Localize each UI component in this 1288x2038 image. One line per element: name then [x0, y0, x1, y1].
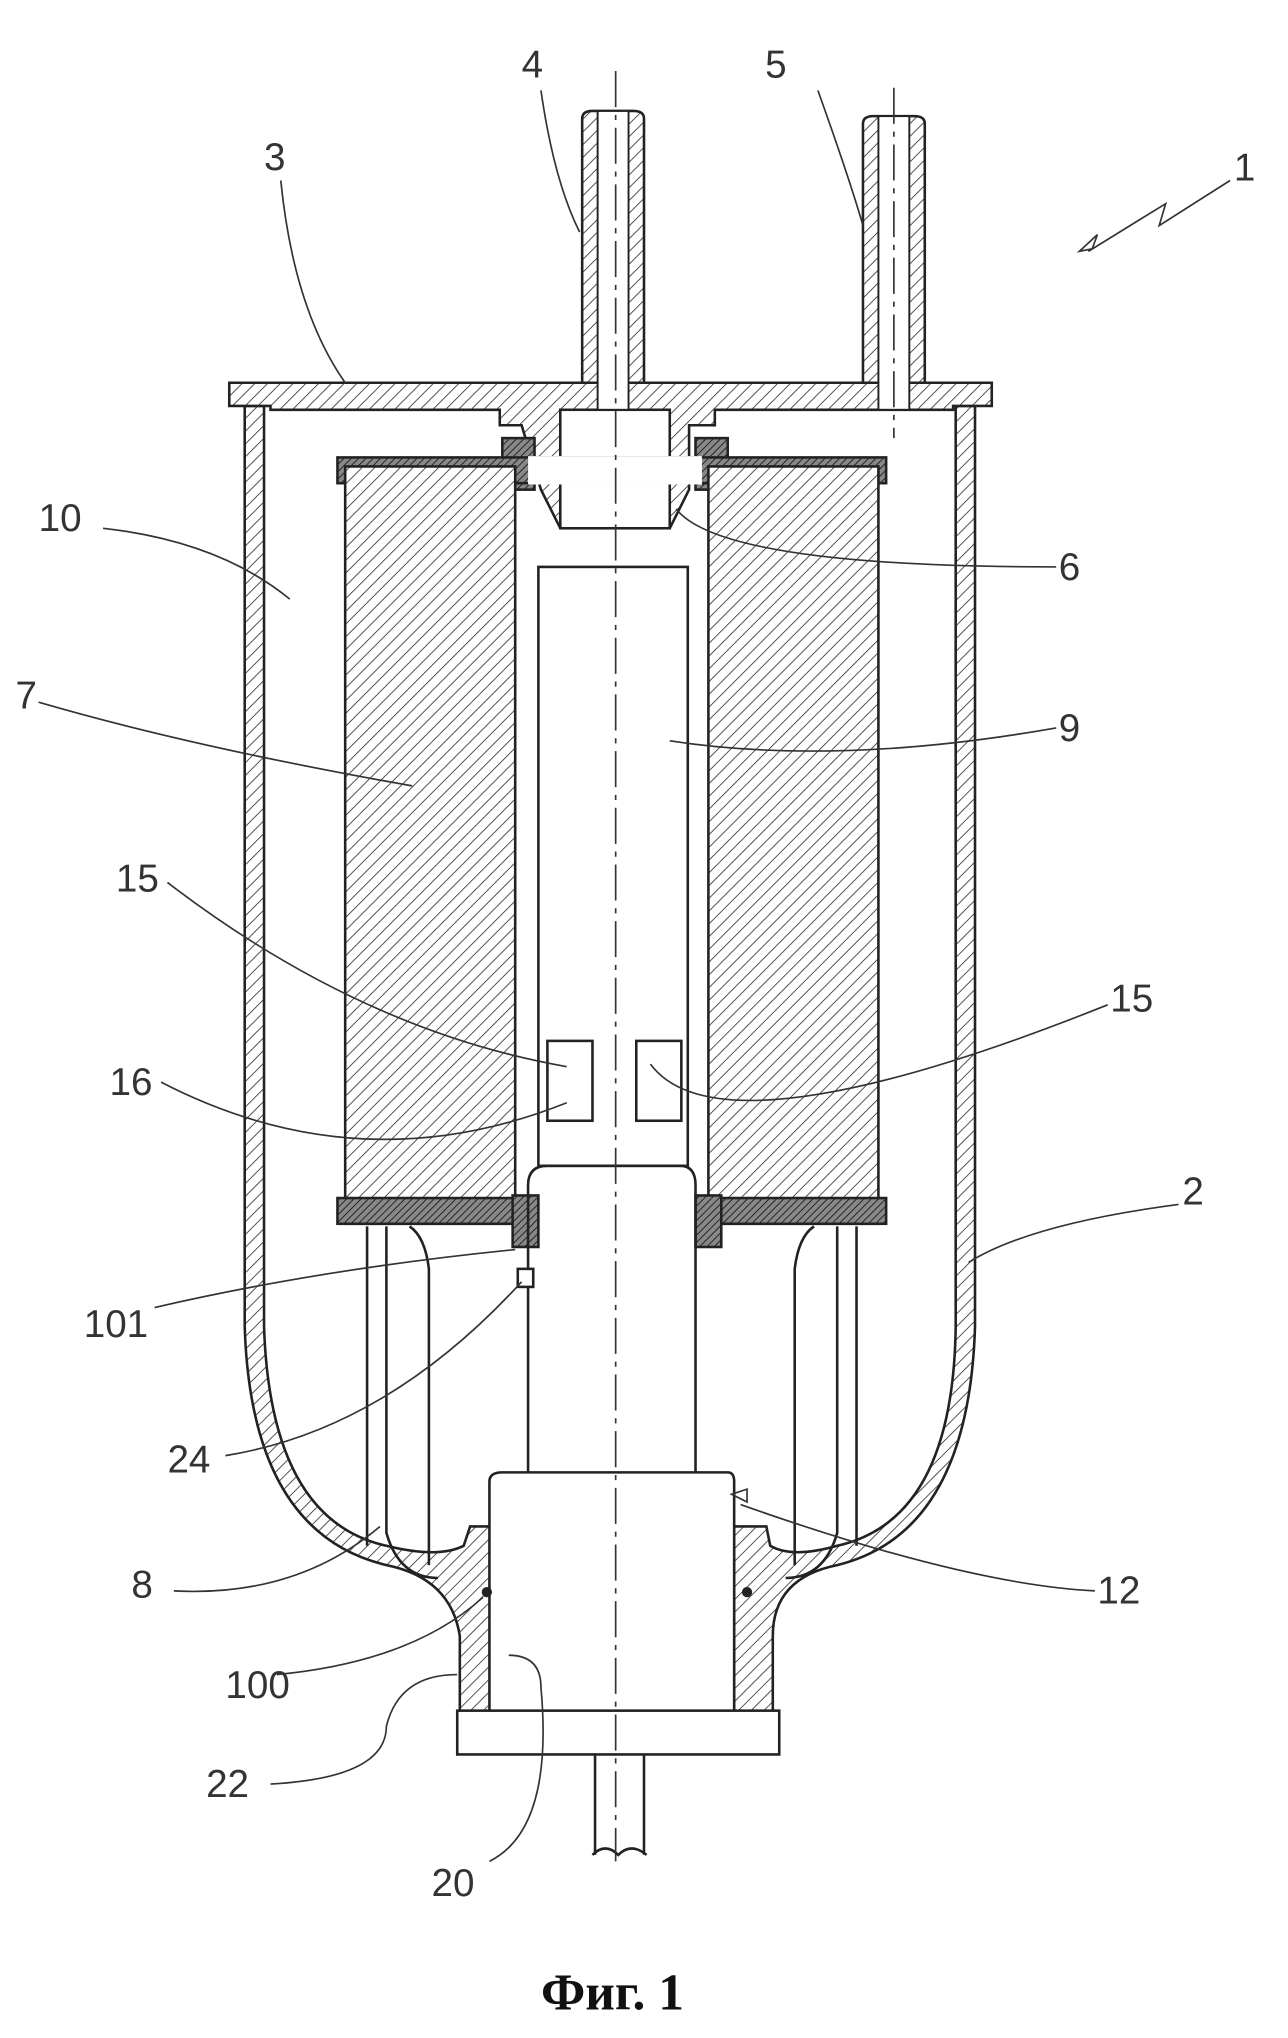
label-9: 9 — [1059, 707, 1080, 750]
figure-caption: Фиг. 1 — [541, 1964, 684, 2021]
label-100: 100 — [225, 1664, 289, 1707]
label-8: 8 — [131, 1563, 152, 1606]
label-10: 10 — [39, 497, 82, 540]
label-6: 6 — [1059, 546, 1080, 589]
label-12: 12 — [1097, 1570, 1140, 1613]
label-5: 5 — [765, 43, 786, 86]
label-15-left: 15 — [116, 857, 159, 900]
filter-media-left — [345, 466, 515, 1223]
label-101: 101 — [84, 1303, 148, 1346]
label-22: 22 — [206, 1763, 249, 1806]
filter-media-right — [708, 466, 878, 1223]
label-3: 3 — [264, 136, 285, 179]
label-20: 20 — [431, 1862, 474, 1905]
label-4: 4 — [522, 43, 543, 86]
label-15-right: 15 — [1110, 977, 1153, 1020]
window-15 — [547, 1041, 592, 1121]
label-1: 1 — [1234, 147, 1255, 190]
label-24: 24 — [167, 1438, 210, 1481]
base-flange — [457, 1711, 779, 1755]
label-16: 16 — [109, 1061, 152, 1104]
label-2: 2 — [1182, 1170, 1203, 1213]
label-7: 7 — [15, 675, 36, 718]
